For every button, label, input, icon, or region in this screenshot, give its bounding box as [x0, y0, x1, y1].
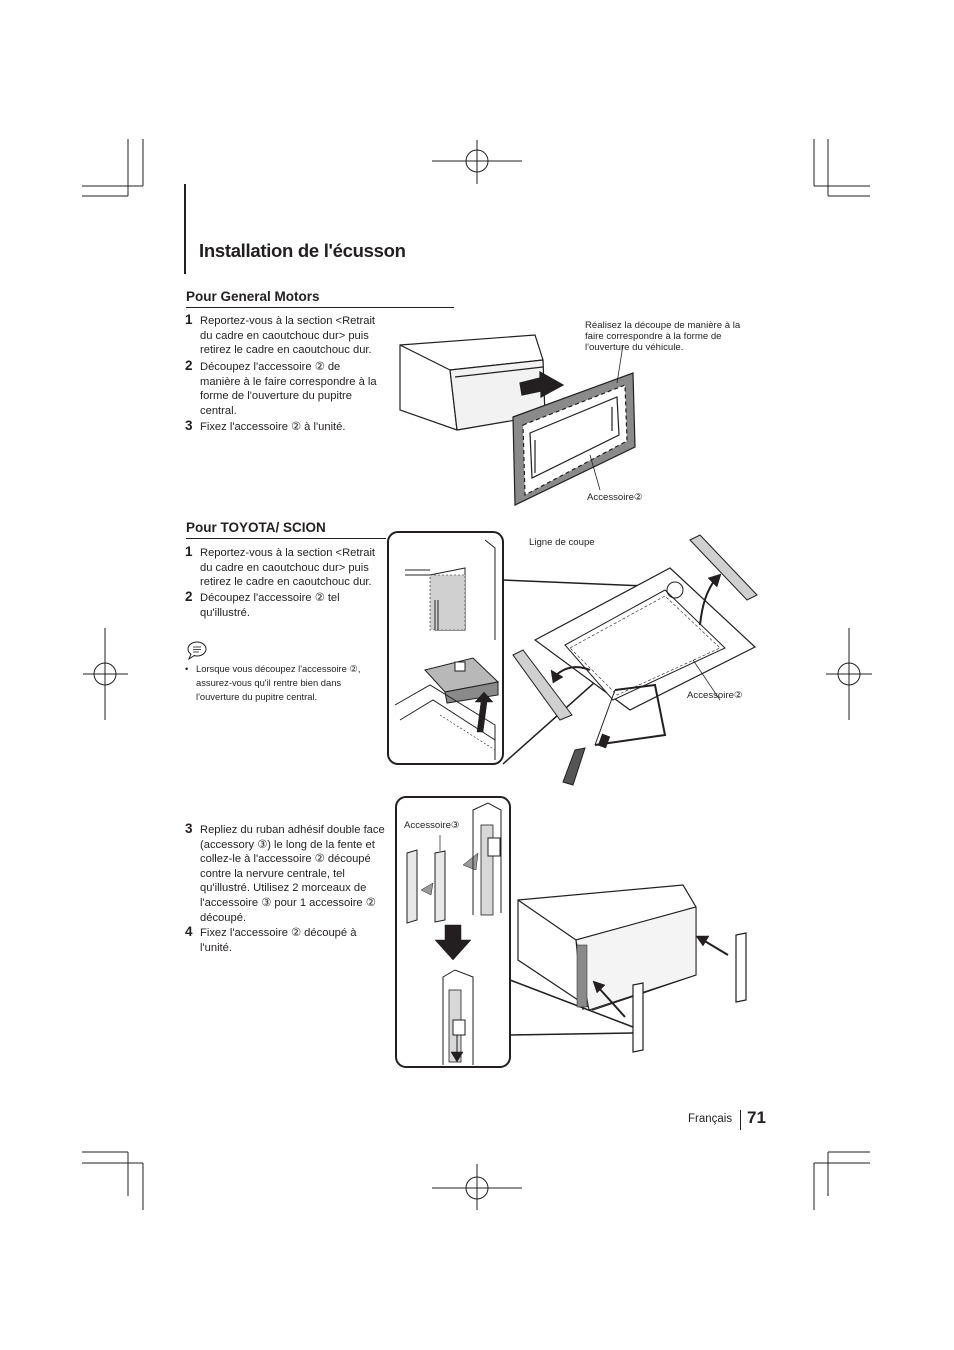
toyota-illustration-cut	[387, 531, 758, 786]
step-number: 2	[185, 358, 193, 373]
toyota-caption-accessory3: Accessoire③	[404, 820, 460, 831]
toyota-caption-cut-line: Ligne de coupe	[529, 537, 595, 548]
footer-separator	[740, 1110, 741, 1130]
section-heading-toyota: Pour TOYOTA/ SCION	[186, 520, 326, 535]
section-rule-gm	[186, 307, 454, 308]
section-rule-toyota	[186, 538, 386, 539]
gm-caption-cut: Réalisez la découpe de manière à la fair…	[585, 320, 741, 353]
note-text: Lorsque vous découpez l'accessoire ②, as…	[196, 663, 361, 702]
toyota-step-1: 1 Reportez-vous à la section <Retrait du…	[185, 544, 380, 590]
gm-step-2: 2 Découpez l'accessoire ② de manière à l…	[185, 358, 380, 418]
section-heading-gm: Pour General Motors	[186, 289, 320, 304]
bullet: •	[185, 663, 189, 674]
toyota-note: • Lorsque vous découpez l'accessoire ②, …	[185, 662, 371, 704]
step-text: Repliez du ruban adhésif double face (ac…	[200, 824, 385, 924]
gm-caption-accessory: Accessoire②	[587, 492, 643, 503]
toyota-step-3: 3 Repliez du ruban adhésif double face (…	[185, 821, 385, 925]
footer-language: Français	[688, 1113, 733, 1125]
toyota-caption-accessory: Accessoire②	[687, 690, 743, 701]
page-title: Installation de l'écusson	[199, 240, 406, 261]
step-number: 1	[185, 312, 193, 327]
step-text: Fixez l'accessoire ② découpé à l'unité.	[200, 927, 357, 954]
gm-step-3: 3 Fixez l'accessoire ② à l'unité.	[185, 418, 380, 435]
gm-step-1: 1 Reportez-vous à la section <Retrait du…	[185, 312, 380, 358]
step-number: 2	[185, 589, 193, 604]
step-number: 3	[185, 418, 193, 433]
title-bar	[184, 184, 186, 274]
step-number: 3	[185, 821, 193, 836]
step-text: Reportez-vous à la section <Retrait du c…	[200, 315, 376, 357]
toyota-illustration-tape	[395, 796, 747, 1068]
note-icon	[187, 641, 207, 661]
step-number: 4	[185, 924, 193, 939]
step-text: Découpez l'accessoire ② tel qu'illustré.	[200, 592, 340, 619]
toyota-step-4: 4 Fixez l'accessoire ② découpé à l'unité…	[185, 924, 370, 955]
step-text: Découpez l'accessoire ② de manière à le …	[200, 361, 377, 417]
page-number: 71	[747, 1108, 766, 1127]
step-number: 1	[185, 544, 193, 559]
step-text: Fixez l'accessoire ② à l'unité.	[200, 421, 346, 433]
step-text: Reportez-vous à la section <Retrait du c…	[200, 547, 376, 589]
gm-illustration	[399, 334, 636, 506]
toyota-step-2: 2 Découpez l'accessoire ② tel qu'illustr…	[185, 589, 370, 620]
